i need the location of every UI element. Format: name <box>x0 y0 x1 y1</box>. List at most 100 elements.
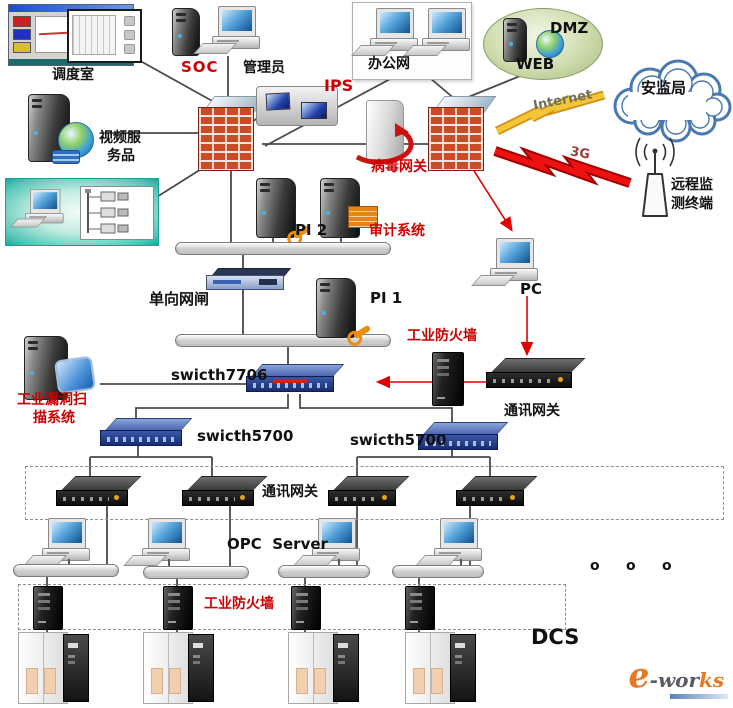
controller-tower <box>188 634 214 702</box>
vent <box>151 668 163 694</box>
keyboard-icon <box>403 45 447 56</box>
antenna-icon <box>635 137 675 217</box>
web-label: WEB <box>516 55 555 73</box>
monitor-case <box>25 213 64 224</box>
office-pc-1-icon <box>351 8 418 58</box>
dcs-cabinet-4-icon <box>405 632 477 704</box>
monitor-screen <box>496 238 534 269</box>
switch-5700-left-label: swicth5700 <box>197 427 294 445</box>
keyboard-icon <box>351 45 395 56</box>
opc-server-4-icon <box>415 518 482 568</box>
pc-label: PC <box>520 280 543 298</box>
keyboard-icon <box>471 275 515 286</box>
ips-appliance-icon <box>256 86 338 126</box>
switch-5700-right-label: swicth5700 <box>350 431 447 449</box>
dcs-label: DCS <box>531 625 580 649</box>
dispatch-room-label: 调度室 <box>52 67 94 83</box>
device-front-face <box>206 275 284 290</box>
switch-front-face <box>100 430 182 446</box>
logo-mid: -wor <box>649 668 700 692</box>
office-pc-2-icon <box>403 8 470 58</box>
opc-server-label: OPC Server <box>227 535 328 553</box>
virus-gateway-label: 病毒网关 <box>371 159 427 175</box>
camera-tree-icon <box>85 189 129 234</box>
bus-bar-upper <box>175 242 391 255</box>
monitor-screen <box>376 8 414 39</box>
pc-icon <box>471 238 538 288</box>
monitor-screen <box>218 6 256 37</box>
pi2-server-icon <box>256 178 312 240</box>
industrial-firewall-row-label: 工业防火墙 <box>204 596 274 612</box>
cloud-icon <box>613 59 732 143</box>
shield-icon <box>53 355 97 395</box>
industrial-firewall-3-icon <box>291 586 321 630</box>
surveillance-pc-icon <box>10 189 64 229</box>
monitor-screen <box>318 518 356 549</box>
firewall-brick-face <box>428 107 484 171</box>
dcs-cabinet-3-icon <box>288 632 360 704</box>
scada-titlebar <box>9 5 133 12</box>
camera-tree-panel <box>80 186 154 240</box>
ips-screen-1 <box>265 92 291 111</box>
more-systems-dot-3: o <box>662 558 672 574</box>
gateway-front-face <box>486 372 572 388</box>
gateway-front-face <box>56 490 128 506</box>
monitor-screen <box>148 518 186 549</box>
comm-gateway-mid-icon <box>486 358 586 388</box>
admin-workstation-icon <box>193 6 260 56</box>
remote-terminal-label-line2: 测终端 <box>671 196 713 212</box>
virus-gateway-icon <box>355 100 414 165</box>
switch-front-face <box>246 376 334 392</box>
video-server-label-line1: 视频服 <box>99 130 141 146</box>
controller-tower <box>450 634 476 702</box>
opc-server-2-icon <box>123 518 190 568</box>
gateway-front-face <box>328 490 396 506</box>
vuln-scanner-label-line2: 描系统 <box>33 410 75 426</box>
stand <box>168 559 170 568</box>
table-widget-1 <box>124 16 135 26</box>
comm-gateway-4-icon <box>456 476 538 506</box>
more-systems-dot-1: o <box>590 558 600 574</box>
red-swoosh-icon <box>355 123 414 165</box>
audit-system-label: 审计系统 <box>369 223 425 239</box>
logo-e: e <box>625 654 652 698</box>
eworks-logo: e-works <box>625 654 730 702</box>
scada-blue-button <box>13 29 31 40</box>
comm-gateway-dashed-box <box>25 466 724 520</box>
keyboard-icon <box>193 43 237 54</box>
switch-5700-right-icon <box>418 422 509 450</box>
table-widget-2 <box>124 30 135 40</box>
comm-gateway-2-icon <box>182 476 268 506</box>
scada-yellow-button <box>13 42 31 53</box>
audit-panel-icon <box>348 206 378 228</box>
pi1-label: PI 1 <box>370 289 403 307</box>
switch-7706-icon <box>246 364 345 392</box>
monitor-screen <box>48 518 86 549</box>
vent <box>431 668 443 694</box>
monitor-screen <box>428 8 466 39</box>
vent <box>296 668 308 694</box>
dcs-cabinet-1-icon <box>18 632 90 704</box>
internet-lightning-icon <box>495 90 606 136</box>
firewall-right-icon <box>428 96 497 171</box>
switch-7706-label: swicth7706 <box>171 366 268 384</box>
admin-label: 管理员 <box>243 60 285 76</box>
more-systems-dot-2: o <box>626 558 636 574</box>
soc-server-icon <box>172 8 200 56</box>
controller-tower <box>333 634 359 702</box>
logo-tail: ks <box>699 668 725 692</box>
industrial-firewall-mid-label: 工业防火墙 <box>407 328 477 344</box>
pi1-server-icon <box>316 278 372 340</box>
logo-underline-bar <box>670 694 728 699</box>
industrial-firewall-1-icon <box>33 586 63 630</box>
industrial-firewall-mid-icon <box>432 352 464 406</box>
web-globe-icon <box>536 30 564 58</box>
video-surveillance-box <box>5 178 159 246</box>
vuln-scanner-label-line1: 工业漏洞扫 <box>17 392 87 408</box>
opc-server-1-icon <box>23 518 90 568</box>
disk-array-icon <box>52 150 80 164</box>
vent <box>413 668 425 694</box>
stand <box>68 559 70 568</box>
